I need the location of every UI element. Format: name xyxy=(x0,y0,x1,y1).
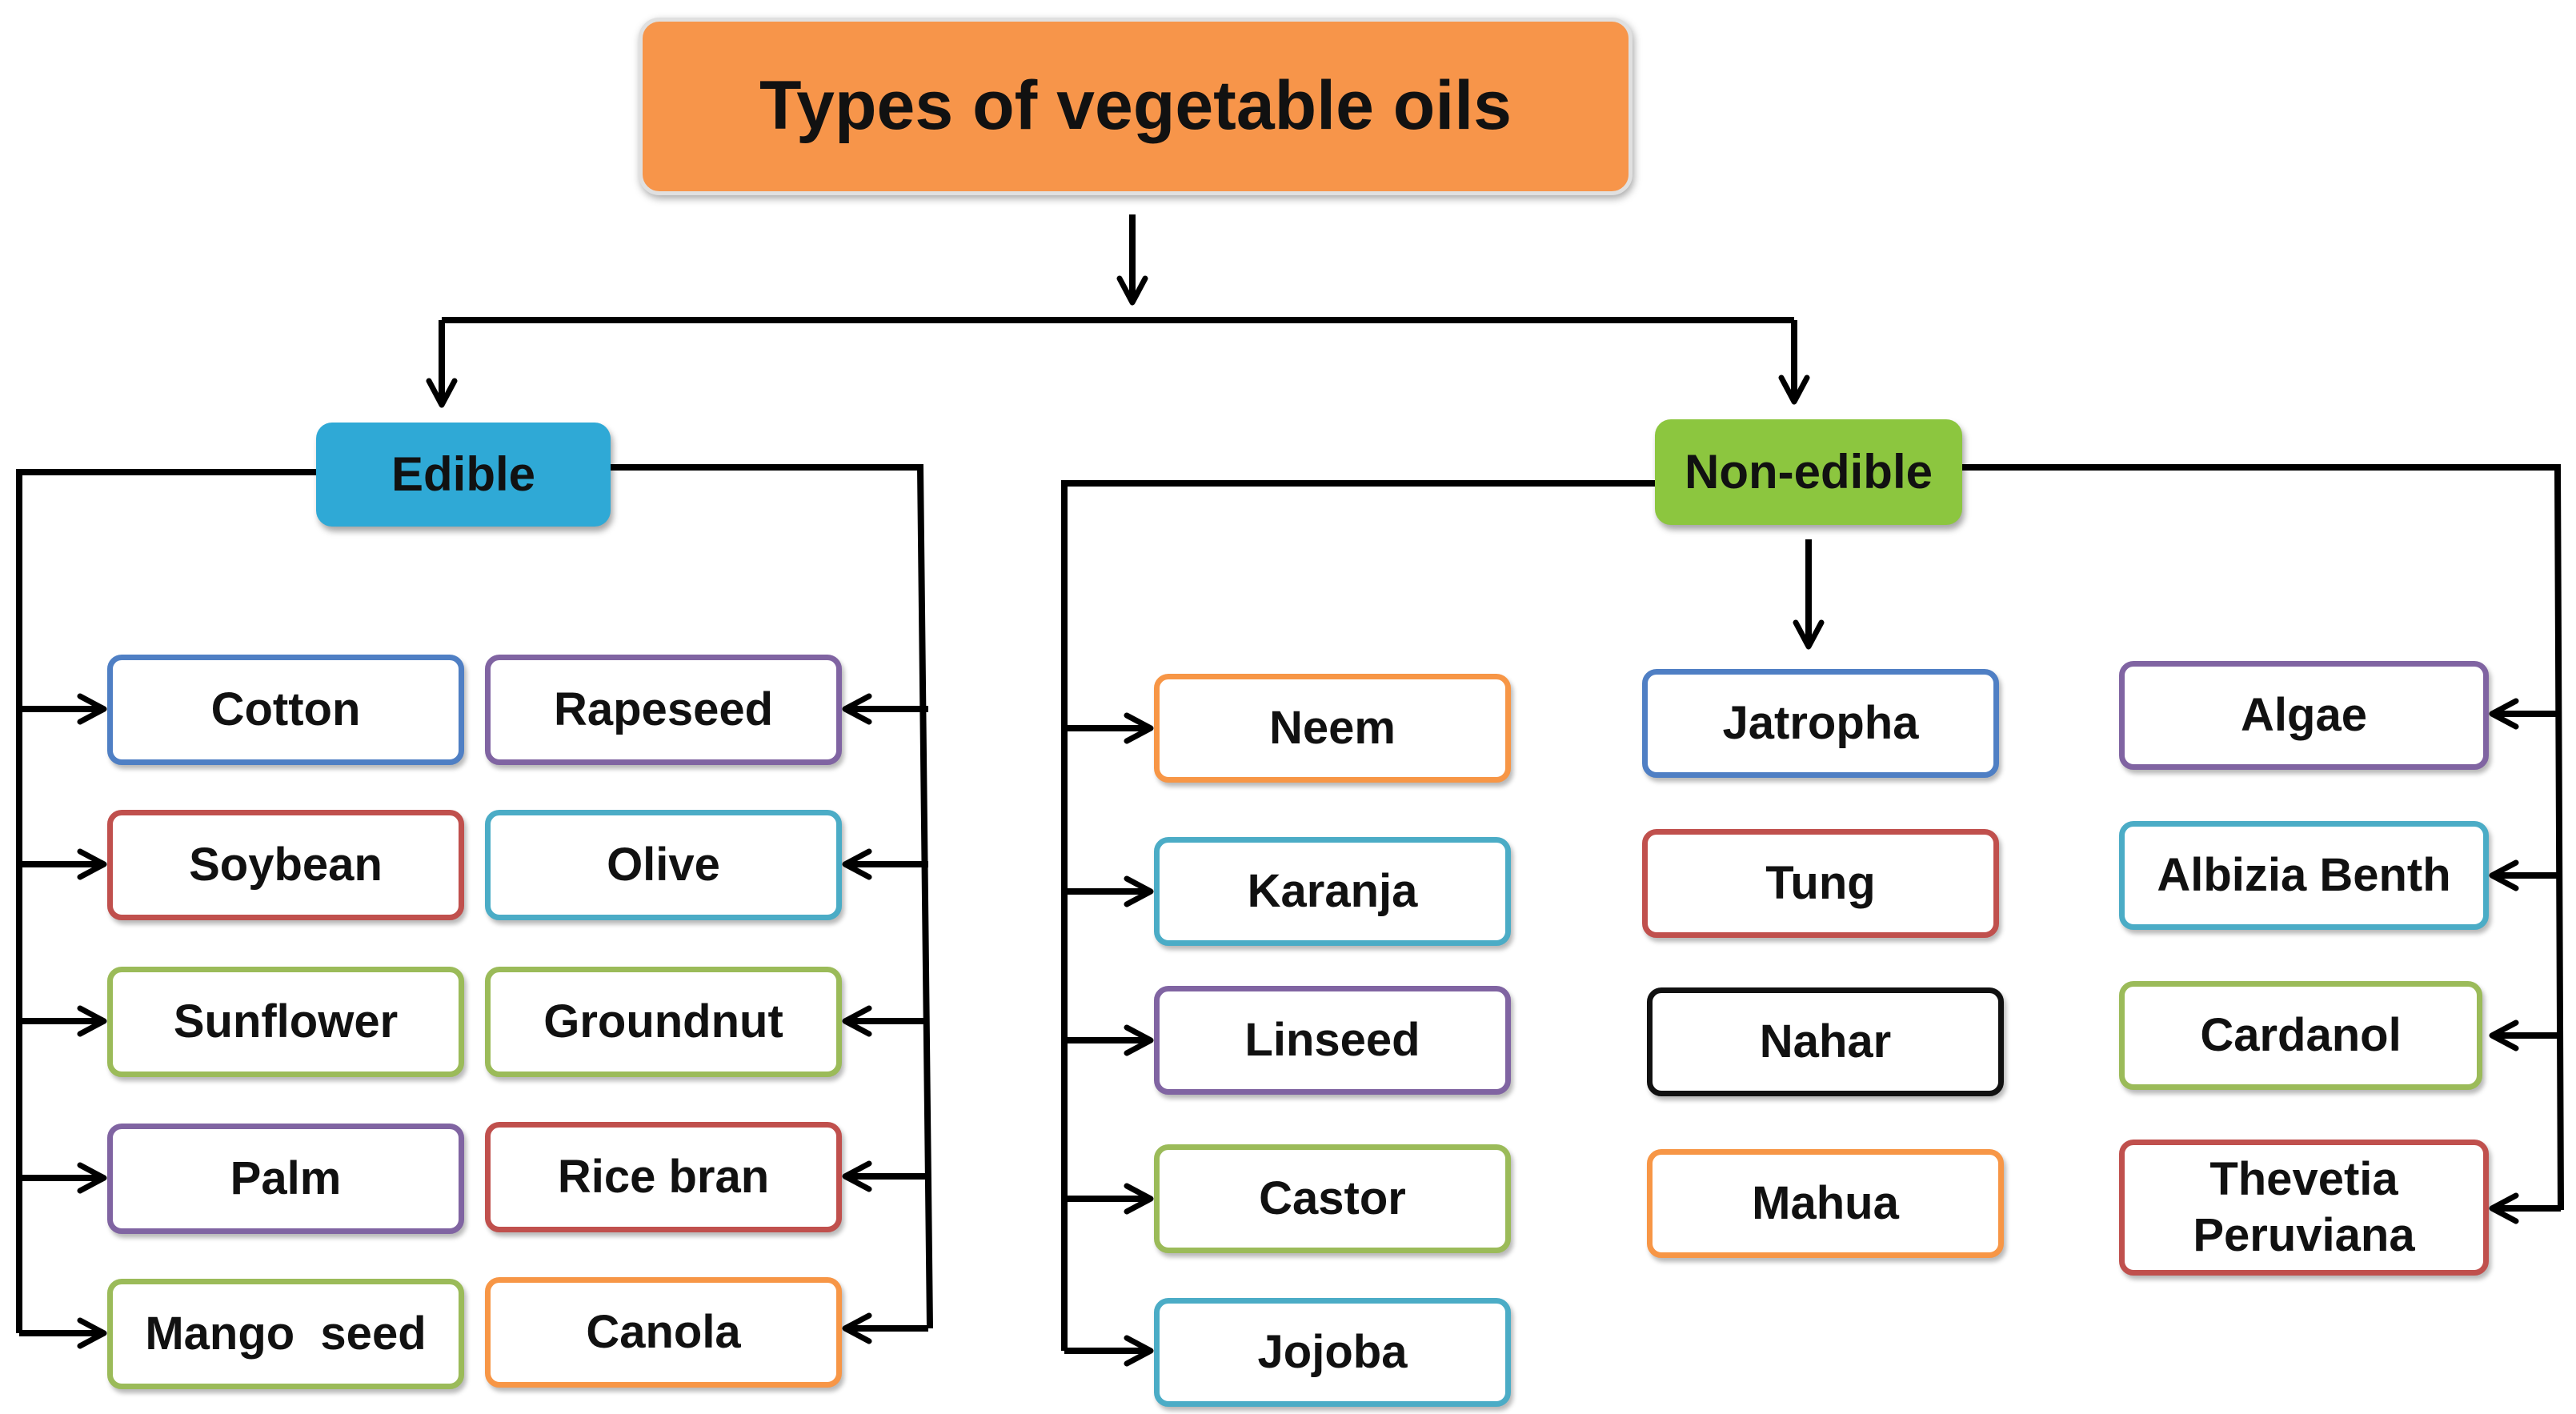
oil-box-algae: Algae xyxy=(2119,661,2489,770)
edible-label: Edible xyxy=(391,447,536,501)
oil-box-cardanol: Cardanol xyxy=(2119,981,2482,1090)
edible-box: Edible xyxy=(316,423,611,527)
oil-label-soybean: Soybean xyxy=(189,839,383,891)
oil-label-rice-bran: Rice bran xyxy=(557,1151,770,1204)
title-box: Types of vegetable oils xyxy=(639,18,1633,195)
oil-label-karanja: Karanja xyxy=(1247,865,1418,918)
non-edible-left-bracket xyxy=(1061,480,1655,1351)
oil-box-nahar: Nahar xyxy=(1647,987,2004,1096)
oil-label-jojoba: Jojoba xyxy=(1257,1326,1408,1379)
oil-label-cotton: Cotton xyxy=(210,683,361,736)
oil-box-thevetia-peruviana: Thevetia Peruviana xyxy=(2119,1140,2489,1276)
oil-label-algae: Algae xyxy=(2241,689,2367,742)
oil-box-palm: Palm xyxy=(107,1124,464,1234)
oil-box-jatropha: Jatropha xyxy=(1642,669,1999,778)
oil-label-jatropha: Jatropha xyxy=(1722,697,1919,750)
oil-label-mango-seed: Mango seed xyxy=(145,1308,427,1360)
oil-box-cotton: Cotton xyxy=(107,655,464,765)
non-edible-right-bracket xyxy=(1962,464,2564,1211)
oil-label-castor: Castor xyxy=(1259,1172,1406,1225)
oil-box-albizia-benth: Albizia Benth xyxy=(2119,821,2489,930)
oil-box-sunflower: Sunflower xyxy=(107,967,464,1077)
edible-right-bracket xyxy=(611,464,933,1329)
oil-box-rapeseed: Rapeseed xyxy=(485,655,842,765)
non-edible-label: Non-edible xyxy=(1685,445,1933,499)
oil-box-neem: Neem xyxy=(1154,674,1511,783)
oil-label-groundnut: Groundnut xyxy=(543,995,783,1048)
title-text: Types of vegetable oils xyxy=(759,67,1512,145)
oil-box-mahua: Mahua xyxy=(1647,1149,2004,1258)
oil-box-karanja: Karanja xyxy=(1154,837,1511,946)
oil-label-nahar: Nahar xyxy=(1759,1015,1892,1068)
oil-label-rapeseed: Rapeseed xyxy=(553,683,774,736)
non-edible-box: Non-edible xyxy=(1655,419,1962,525)
oil-box-soybean: Soybean xyxy=(107,810,464,920)
oil-label-thevetia-peruviana: Thevetia Peruviana xyxy=(2193,1153,2415,1261)
oil-box-tung: Tung xyxy=(1642,829,1999,938)
oil-label-cardanol: Cardanol xyxy=(2200,1009,2402,1062)
oil-label-sunflower: Sunflower xyxy=(173,995,399,1048)
oil-box-rice-bran: Rice bran xyxy=(485,1122,842,1232)
oil-label-olive: Olive xyxy=(607,839,720,891)
oil-label-mahua: Mahua xyxy=(1752,1177,1899,1230)
oil-label-canola: Canola xyxy=(586,1306,741,1359)
oil-label-palm: Palm xyxy=(230,1152,342,1205)
oil-label-albizia-benth: Albizia Benth xyxy=(2157,849,2451,902)
oil-box-mango-seed: Mango seed xyxy=(107,1279,464,1389)
oil-box-groundnut: Groundnut xyxy=(485,967,842,1077)
oil-label-linseed: Linseed xyxy=(1244,1014,1420,1067)
oil-label-tung: Tung xyxy=(1765,857,1876,910)
oil-box-linseed: Linseed xyxy=(1154,986,1511,1095)
oil-box-canola: Canola xyxy=(485,1277,842,1388)
oil-box-jojoba: Jojoba xyxy=(1154,1298,1511,1407)
oil-box-olive: Olive xyxy=(485,810,842,920)
oil-label-neem: Neem xyxy=(1269,702,1396,755)
edible-left-bracket xyxy=(16,469,316,1333)
oil-box-castor: Castor xyxy=(1154,1144,1511,1253)
